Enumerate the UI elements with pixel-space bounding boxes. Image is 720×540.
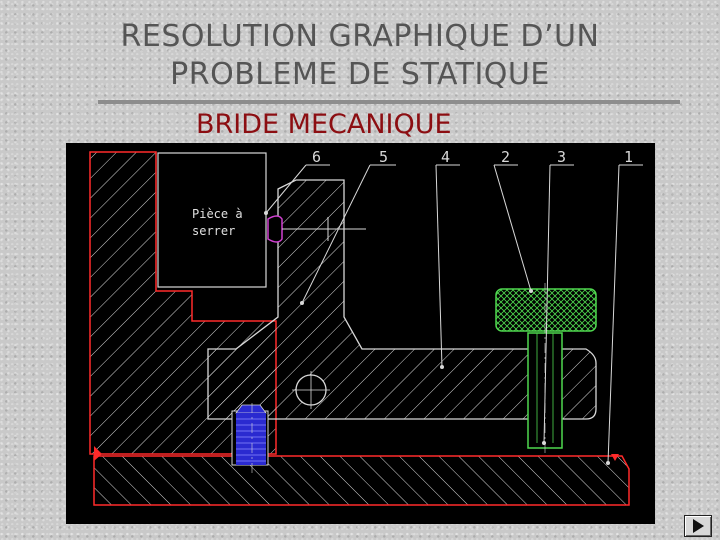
piece-to-clamp [157,152,267,288]
callout-5: 5 [379,148,388,166]
callout-6: 6 [312,148,321,166]
next-arrow-icon [693,519,704,533]
clamp-body [207,179,597,420]
piece-label-line1: Pièce à [192,207,243,221]
callout-1: 1 [624,148,633,166]
page-title: RESOLUTION GRAPHIQUE D’UN PROBLEME DE ST… [0,18,720,94]
callout-4: 4 [441,148,450,166]
next-slide-button[interactable] [684,515,712,537]
title-line-2: PROBLEME DE STATIQUE [170,57,550,92]
subtitle: BRIDE MECANIQUE [196,109,452,140]
title-line-1: RESOLUTION GRAPHIQUE D’UN [120,19,600,54]
mechanical-drawing: Pièce à serrer [66,143,655,524]
frame-base [93,455,630,506]
title-divider [98,100,680,104]
callout-2: 2 [501,148,510,166]
frame-left-marker [94,446,102,461]
clamping-knob [495,288,597,332]
piece-label-line2: serrer [192,224,235,238]
clamp-contact-tip [267,215,283,243]
frame-right-marker [611,454,619,461]
callout-3: 3 [557,148,566,166]
